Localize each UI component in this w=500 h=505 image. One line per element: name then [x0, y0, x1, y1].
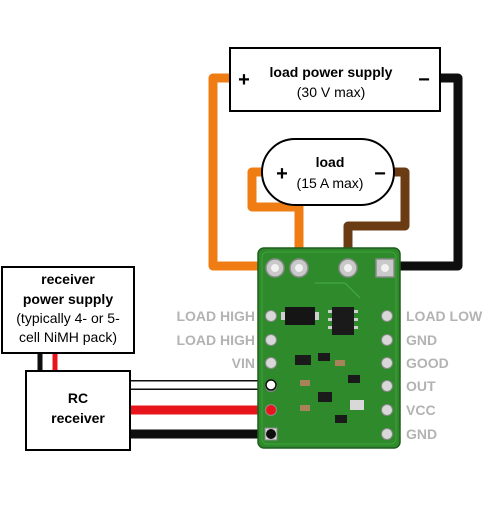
top-pads	[265, 258, 395, 278]
load-box: + − load (15 A max)	[261, 138, 395, 206]
rc-receiver-line-1: RC	[68, 390, 88, 406]
supply-title: load power supply	[270, 64, 393, 80]
pin-label-gnd-2: GND	[406, 426, 437, 442]
rc-receiver-line-2: receiver	[51, 410, 105, 426]
wire-supply-negative	[380, 73, 463, 271]
load-plus-sign: +	[276, 163, 288, 185]
pin-label-vin: VIN	[232, 355, 255, 371]
left-pin-labels: LOAD HIGH LOAD HIGH VIN	[176, 308, 255, 371]
pin-label-load-low: LOAD LOW	[406, 308, 483, 324]
wire-load-positive	[247, 167, 304, 270]
rx-supply-line-1: receiver	[41, 271, 95, 287]
pin-label-load-high-2: LOAD HIGH	[176, 332, 255, 348]
load-power-supply-box: + − load power supply (30 V max)	[229, 47, 441, 112]
pin-label-vcc: VCC	[406, 402, 436, 418]
board-components	[281, 282, 364, 423]
pin-label-gnd-1: GND	[406, 332, 437, 348]
receiver-power-supply-box: receiver power supply (typically 4- or 5…	[1, 266, 135, 354]
rc-receiver-box: RC receiver	[25, 370, 131, 451]
load-subtitle: (15 A max)	[297, 175, 364, 191]
wire-supply-positive	[208, 73, 280, 271]
supply-minus-sign: −	[418, 69, 430, 91]
supply-subtitle: (30 V max)	[297, 84, 365, 100]
driver-board	[257, 247, 401, 449]
load-title: load	[316, 154, 345, 170]
wire-end-white	[265, 379, 277, 391]
wire-end-black	[266, 429, 276, 439]
load-minus-sign: −	[374, 163, 386, 185]
supply-plus-sign: +	[238, 69, 250, 91]
pin-label-good: GOOD	[406, 355, 449, 371]
rx-supply-line-3: (typically 4- or 5-	[16, 310, 120, 326]
rx-supply-line-4: cell NiMH pack)	[19, 329, 117, 345]
rx-supply-line-2: power supply	[23, 291, 113, 307]
right-pins	[381, 310, 393, 440]
wire-load-negative	[343, 167, 410, 270]
right-pin-labels: LOAD LOW GND GOOD OUT VCC GND	[406, 308, 483, 442]
pin-label-out: OUT	[406, 378, 436, 394]
wire-end-red	[266, 405, 276, 415]
pin-label-load-high-1: LOAD HIGH	[176, 308, 255, 324]
